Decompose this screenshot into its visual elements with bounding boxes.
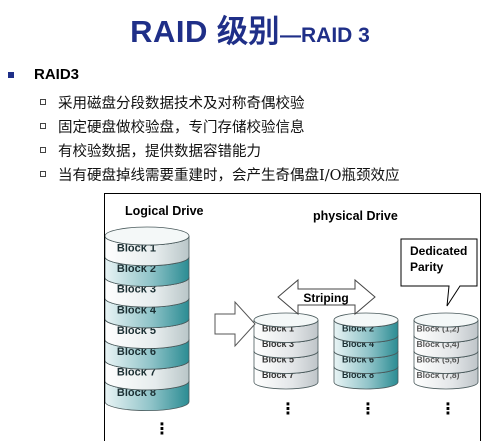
- logical-drive-label: Logical Drive: [125, 204, 204, 218]
- hollow-square-bullet-icon: [40, 147, 46, 153]
- square-bullet-icon: [8, 71, 14, 78]
- list-item-text: 固定硬盘做校验盘，专门存储校验信息: [58, 119, 305, 136]
- continuation-dots-icon: ⋮: [440, 399, 456, 418]
- continuation-dots-icon: ⋮: [280, 399, 296, 418]
- list-item-text: 有校验数据，提供数据容错能力: [58, 143, 261, 160]
- parity-callout-box: [400, 238, 478, 307]
- disk2-block-label: Block 4: [342, 339, 374, 349]
- disk1-block-label: Block 5: [262, 355, 294, 365]
- list-item: 固定硬盘做校验盘，专门存储校验信息: [40, 114, 400, 138]
- parity-disk-block-label: Block (1,2): [417, 324, 460, 334]
- hollow-square-bullet-icon: [40, 123, 46, 129]
- hollow-square-bullet-icon: [40, 171, 46, 177]
- sub-bullet-list: 采用磁盘分段数据技术及对称奇偶校验 固定硬盘做校验盘，专门存储校验信息 有校验数…: [40, 90, 400, 186]
- raid3-diagram: Logical Drive physical Drive Dedicated P…: [104, 193, 481, 441]
- diagram-canvas: Block 8 Block 7 Block 6 Block 5 Block 4 Block…: [105, 226, 479, 438]
- list-item: 当有硬盘掉线需要重建时，会产生奇偶盘I/O瓶颈效应: [40, 162, 400, 186]
- title-sub: —RAID 3: [280, 24, 370, 47]
- disk2-block-label: Block 8: [342, 370, 374, 380]
- parity-disk-block-label: Block (3,4): [417, 339, 460, 349]
- logical-drive-top: [105, 226, 190, 246]
- disk1-block-label: Block 1: [262, 324, 294, 334]
- list-item-text: 当有硬盘掉线需要重建时，会产生奇偶盘I/O瓶颈效应: [58, 167, 400, 184]
- parity-disk-block-label: Block (7,8): [417, 370, 460, 380]
- striping-label: Striping: [303, 291, 348, 305]
- list-item: 有校验数据，提供数据容错能力: [40, 138, 400, 162]
- parity-disk-top: [413, 312, 479, 328]
- physical-drive-label: physical Drive: [313, 209, 398, 223]
- dedicated-parity-label-line1: Dedicated: [410, 244, 468, 258]
- main-bullet: RAID3: [8, 66, 79, 83]
- disk2-top: [333, 312, 399, 328]
- hollow-square-bullet-icon: [40, 99, 46, 105]
- disk2-block-label: Block 6: [342, 355, 374, 365]
- parity-disk-block-label: Block (5,6): [417, 355, 460, 365]
- disk1-block-label: Block 3: [262, 339, 294, 349]
- flow-arrow-icon: [214, 300, 256, 348]
- disk1-block-label: Block 7: [262, 370, 294, 380]
- striping-double-arrow-icon: [277, 278, 376, 316]
- disk2-block-label: Block 2: [342, 324, 374, 334]
- slide-title: RAID 级别—RAID 3: [0, 6, 500, 51]
- title-main: RAID 级别: [130, 14, 281, 49]
- disk1-top: [253, 312, 319, 328]
- main-bullet-label: RAID3: [34, 66, 80, 83]
- dedicated-parity-label-line2: Parity: [410, 260, 444, 274]
- list-item-text: 采用磁盘分段数据技术及对称奇偶校验: [58, 95, 305, 112]
- continuation-dots-icon: ⋮: [360, 399, 376, 418]
- list-item: 采用磁盘分段数据技术及对称奇偶校验: [40, 90, 400, 114]
- continuation-dots-icon: ⋮: [154, 419, 170, 438]
